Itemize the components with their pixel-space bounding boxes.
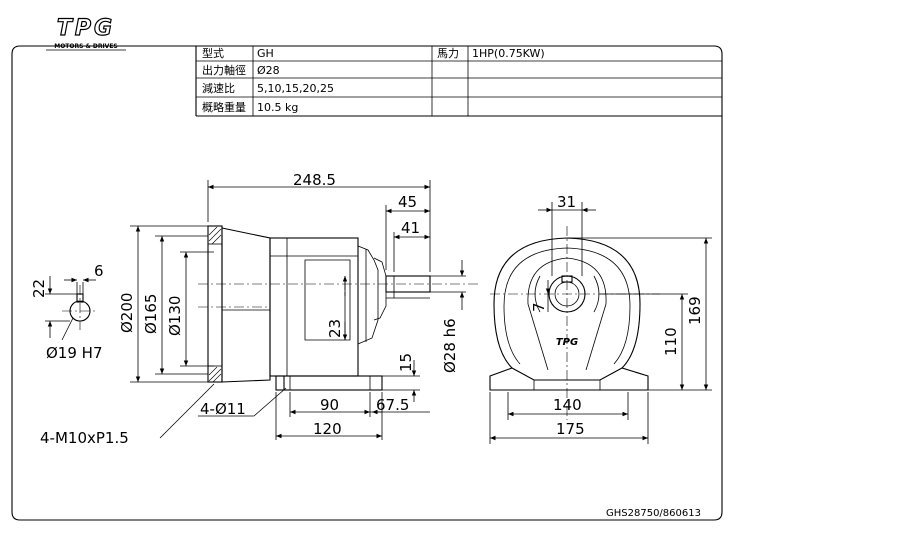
dim-foot-175: 175	[556, 420, 585, 438]
dim-bore-dia: Ø19 H7	[46, 344, 102, 362]
dim-height-169: 169	[686, 296, 704, 325]
spec-value-weight: 10.5 kg	[257, 101, 298, 114]
dim-flange-thread: 4-M10xP1.5	[40, 429, 129, 447]
dim-overall-length: 248.5	[293, 171, 336, 189]
dim-holes-d11: 4-Ø11	[200, 400, 246, 418]
bore-detail: 22 6 Ø19 H7	[30, 262, 104, 362]
spec-value-model: GH	[257, 47, 274, 60]
dim-bore-22: 22	[30, 279, 48, 298]
drawing-frame	[11, 45, 723, 521]
logo-letters: TPG	[57, 16, 115, 41]
end-view: TPG 31 7 169 110 140 175	[489, 193, 712, 444]
dim-flange-200: Ø200	[118, 293, 136, 333]
drawing-number: GHS28750/860613	[606, 508, 701, 519]
spec-value-power: 1HP(0.75KW)	[472, 47, 545, 60]
dim-foot-67-5: 67.5	[376, 396, 409, 414]
dim-shaft-dia: Ø28 h6	[441, 318, 459, 373]
spec-label-weight: 概略重量	[202, 100, 246, 114]
dim-shaft-41: 41	[401, 219, 420, 237]
dim-key-7: 7	[530, 302, 548, 312]
dim-center-110: 110	[662, 327, 680, 356]
spec-value-shaft: Ø28	[257, 64, 280, 77]
spec-label-ratio: 減速比	[202, 81, 235, 95]
side-view: 248.5 45 41 Ø28 h6 23 15 90 67.5 120	[40, 171, 478, 447]
dim-shaft-45: 45	[398, 193, 417, 211]
logo-tagline: MOTORS & DRIVES	[54, 43, 118, 50]
dim-offset-23: 23	[326, 319, 344, 338]
dim-pcd-165: Ø165	[142, 294, 160, 334]
dim-foot-140: 140	[553, 396, 582, 414]
spec-label-power: 馬力	[437, 47, 459, 60]
end-view-logo: TPG	[556, 337, 578, 348]
dim-keyway-31: 31	[557, 193, 576, 211]
dim-base-15: 15	[397, 353, 415, 372]
spec-label-shaft: 出力軸徑	[202, 63, 246, 77]
dim-foot-120: 120	[313, 420, 342, 438]
dim-foot-90: 90	[320, 396, 339, 414]
spec-label-model: 型式	[202, 46, 224, 60]
dim-bore-6: 6	[94, 262, 104, 280]
tpg-logo: TPG MOTORS & DRIVES	[46, 15, 126, 51]
spec-table: 型式 GH 出力軸徑 Ø28 減速比 5,10,15,20,25 概略重量 10…	[195, 46, 722, 117]
spec-value-ratio: 5,10,15,20,25	[257, 82, 334, 95]
dim-spigot-130: Ø130	[166, 296, 184, 336]
